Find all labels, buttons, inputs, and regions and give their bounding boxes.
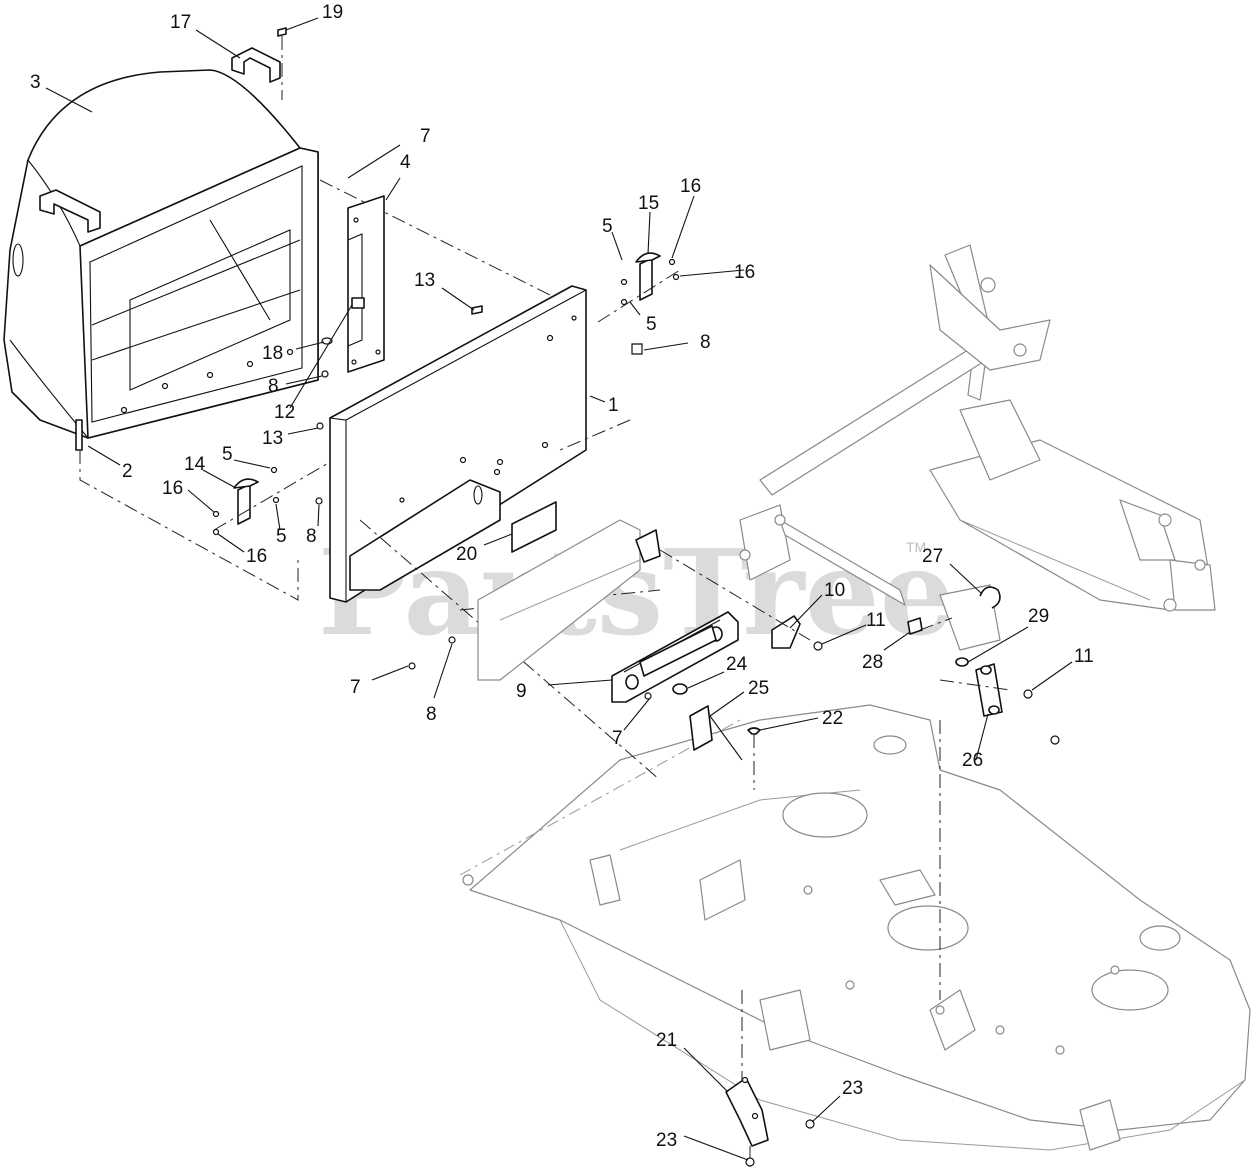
lift-linkage [739,244,1216,651]
bag-handle [231,47,281,83]
leader-lines [45,17,1073,1161]
deflector-flap [659,549,811,649]
callout-13b: 13 [262,428,283,449]
retaining-clip [979,586,1001,609]
assembly-line-bag-top [319,179,561,301]
callout-20: 20 [456,544,477,565]
callout-4: 4 [400,152,411,173]
latch-right [597,252,681,323]
lift-link [939,657,1011,1000]
callout-5c: 5 [222,444,233,465]
callout-15: 15 [638,193,659,214]
callout-7b: 7 [350,677,361,698]
assembly-line-plate-right [559,419,631,451]
callout-13a: 13 [414,270,435,291]
deflector-base [477,519,661,681]
deck-hardware [408,636,1060,790]
callout-29: 29 [1028,606,1049,627]
bag-latch-rod [75,419,83,451]
screw-19 [277,27,287,100]
callout-5b: 5 [646,314,657,335]
callout-8a: 8 [700,332,711,353]
mower-deck [459,704,1251,1151]
latch-left [212,461,331,536]
callout-labels: 1 2 3 4 5 5 5 5 7 7 7 8 8 8 8 9 10 11 11… [30,2,1094,1151]
callout-27: 27 [922,546,943,567]
watermark-trademark: TM [906,539,926,555]
callout-7a: 7 [420,126,431,147]
callout-1: 1 [608,395,619,416]
front-bracket [725,990,815,1167]
callout-3: 3 [30,72,41,93]
callout-8d: 8 [426,704,437,725]
callout-19: 19 [322,2,343,23]
callout-18: 18 [262,343,283,364]
callout-2: 2 [122,461,133,482]
callout-21: 21 [656,1030,677,1051]
callout-24: 24 [726,654,748,675]
discharge-cover-plate [329,285,587,603]
callout-16c: 16 [162,478,183,499]
callout-11a: 11 [866,610,886,631]
callout-25: 25 [748,678,769,699]
hinge-bracket [611,611,739,703]
assembly-line-bag-left [79,450,299,601]
callout-16a: 16 [680,176,701,197]
callout-22: 22 [822,708,843,729]
callout-12: 12 [274,402,295,423]
callout-28: 28 [862,652,883,673]
grass-bag [3,69,319,439]
callout-16b: 16 [734,262,755,283]
callout-5a: 5 [602,216,613,237]
callout-8c: 8 [306,526,317,547]
callout-23a: 23 [656,1130,677,1151]
callout-8b: 8 [268,376,279,397]
callout-23b: 23 [842,1078,863,1099]
pivot-pin [907,617,953,635]
side-bracket [347,195,385,373]
callout-26: 26 [962,750,983,771]
callout-14: 14 [184,454,206,475]
callout-5d: 5 [276,526,287,547]
callout-10: 10 [824,580,845,601]
callout-11b: 11 [1074,646,1094,667]
callout-17: 17 [170,12,191,33]
callout-7c: 7 [612,728,623,749]
callout-16d: 16 [246,546,267,567]
callout-9: 9 [516,681,527,702]
